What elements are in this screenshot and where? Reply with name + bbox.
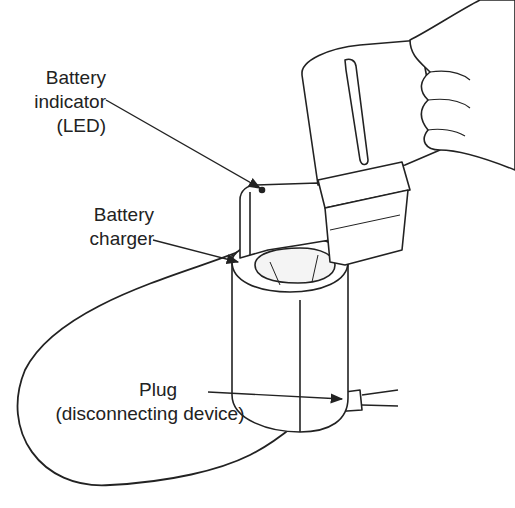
part-label: Battery charger (56, 203, 154, 251)
part-label: (disconnecting device) (30, 402, 270, 426)
part-label: Battery indicator (LED) (8, 66, 106, 138)
leader-lines (106, 100, 342, 399)
battery-pack (302, 0, 515, 265)
part-label: Plug (110, 378, 206, 402)
